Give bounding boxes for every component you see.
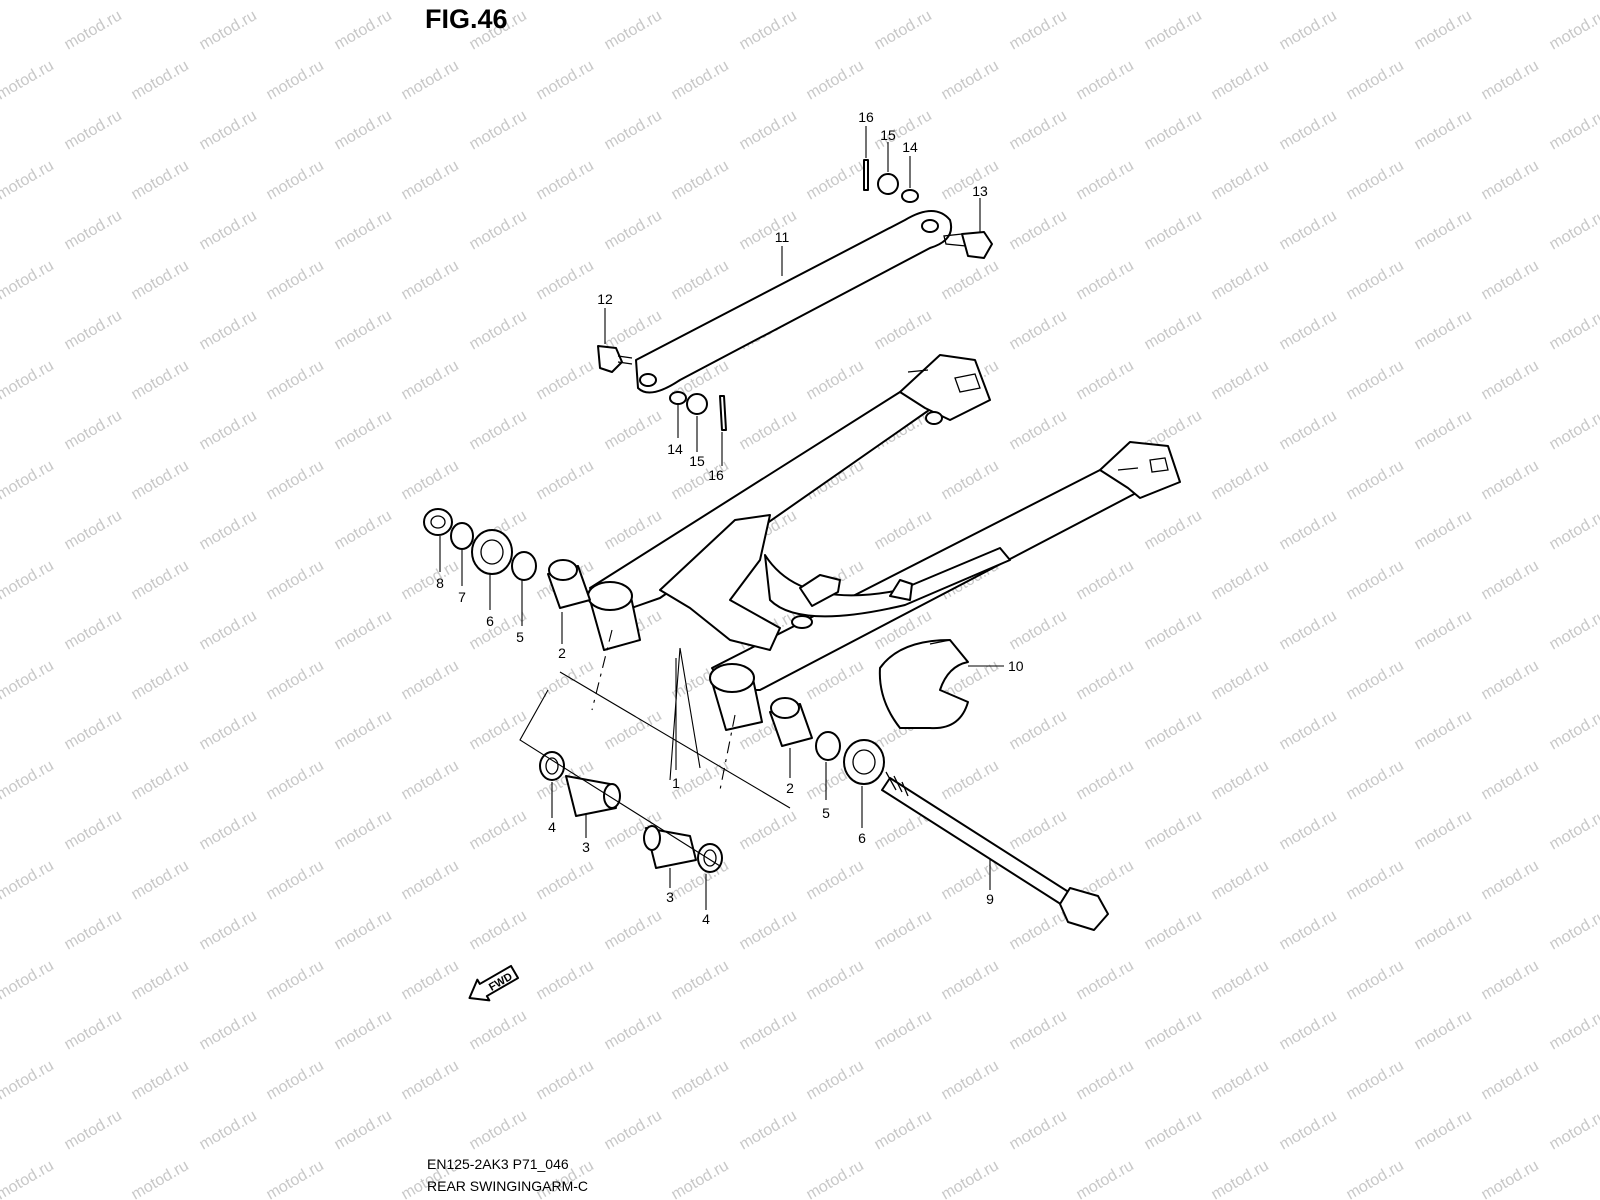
figure-title: FIG.46 xyxy=(425,4,508,34)
callout-label: 6 xyxy=(486,613,494,629)
spacer-3-right xyxy=(643,825,697,869)
bearing-2-right xyxy=(769,697,813,747)
callout-label: 14 xyxy=(667,441,683,457)
pivot-boss-right xyxy=(709,663,763,731)
callout-label: 16 xyxy=(708,467,724,483)
pivot-axle xyxy=(881,771,1109,931)
chain-guard xyxy=(878,639,969,730)
assembly-guides xyxy=(519,629,791,867)
pivot-boss-left xyxy=(587,581,641,651)
leader-lines xyxy=(439,126,1004,910)
callout-label: 12 xyxy=(597,291,613,307)
callout-label: 2 xyxy=(786,780,794,796)
callout-label: 4 xyxy=(548,819,556,835)
nut-15-bottom xyxy=(686,393,708,415)
callout-label: 2 xyxy=(558,645,566,661)
bolt-12 xyxy=(597,345,633,373)
seal-6-left xyxy=(471,529,513,575)
callout-label: 7 xyxy=(458,589,466,605)
spacer-3-left xyxy=(565,775,621,817)
washer-7 xyxy=(450,522,474,550)
callout-label: 10 xyxy=(1008,658,1024,674)
washer-5-left xyxy=(511,551,537,581)
callout-label: 14 xyxy=(902,139,918,155)
fwd-label: FWD xyxy=(487,971,515,994)
nut-15-top xyxy=(877,173,899,195)
callout-label: 4 xyxy=(702,911,710,927)
callout-label: 1 xyxy=(672,775,680,791)
washer-14-top xyxy=(901,189,919,203)
washer-14-bottom xyxy=(669,391,687,405)
swingarm-body xyxy=(589,354,1181,691)
callout-label: 15 xyxy=(880,127,896,143)
callout-label: 13 xyxy=(972,183,988,199)
cotter-pin-16-bottom xyxy=(719,395,727,431)
torque-link xyxy=(635,210,952,394)
callout-label: 3 xyxy=(666,889,674,905)
callout-label: 3 xyxy=(582,839,590,855)
section-name: REAR SWINGINGARM-C xyxy=(427,1178,588,1194)
callout-label: 5 xyxy=(822,805,830,821)
model-code: EN125-2AK3 P71_046 xyxy=(427,1156,569,1172)
callout-label: 6 xyxy=(858,830,866,846)
nut-8 xyxy=(423,508,453,536)
callout-label: 9 xyxy=(986,891,994,907)
bearing-2-left xyxy=(547,559,591,609)
bolt-13 xyxy=(943,231,993,259)
fwd-arrow-icon: FWD xyxy=(468,964,520,1002)
cotter-pin-16-top xyxy=(863,159,869,191)
washer-5-right xyxy=(815,731,841,761)
callout-label: 11 xyxy=(775,229,790,245)
callouts: 16 15 14 13 11 12 14 15 16 8 7 6 5 2 10 … xyxy=(436,109,1024,927)
callout-label: 8 xyxy=(436,575,444,591)
callout-label: 16 xyxy=(858,109,874,125)
seal-4-right xyxy=(697,843,723,873)
seal-6-right xyxy=(843,739,885,785)
callout-label: 5 xyxy=(516,629,524,645)
callout-label: 15 xyxy=(689,453,705,469)
seal-4-left xyxy=(539,751,565,781)
